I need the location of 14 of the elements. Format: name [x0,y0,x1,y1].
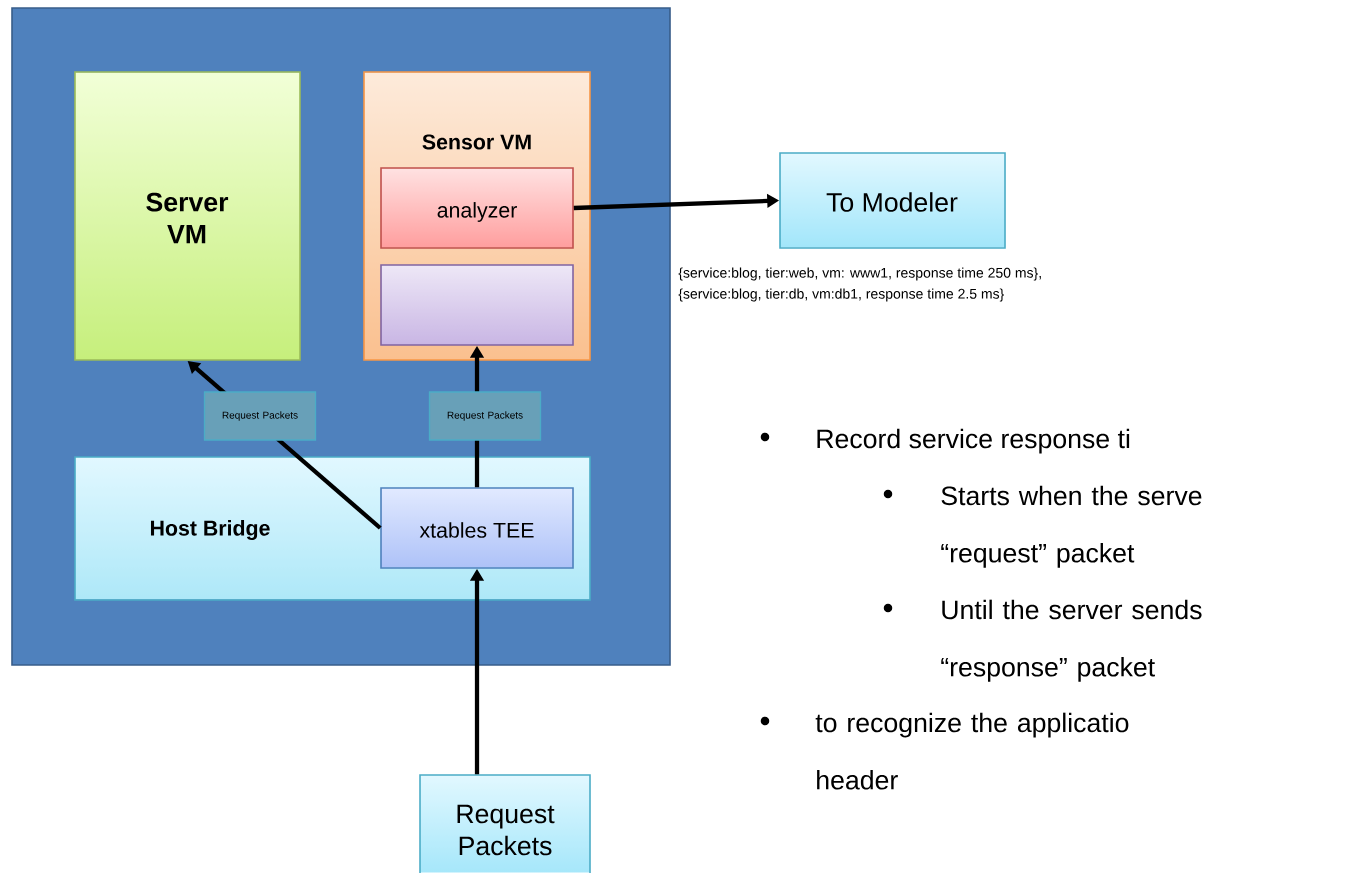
process-box: analyzer [380,167,574,249]
edge-label: Request Packets [428,391,542,441]
bullet-item: to recognize the applicatio header [760,712,1129,790]
bullet-item: Record service response ti [760,428,1130,454]
process-box [380,264,574,346]
bullet-item: Until the server sends “response” packet [883,599,1202,682]
process-box: xtables TEE [380,487,574,569]
edge-label: Request Packets [203,391,317,441]
annotation-text: {service:blog, tier:web, vm: www1, response time 250 ms}, [678,267,1041,281]
source-box: Request Packets [419,774,591,873]
target-box: To Modeler [779,152,1006,249]
vm-box: Server VM [74,71,301,361]
bullet-item: Starts when the serve “request” packet [883,485,1202,568]
annotation-text: {service:blog, tier:db, vm:db1, response time 2.5 ms} [678,288,1004,302]
